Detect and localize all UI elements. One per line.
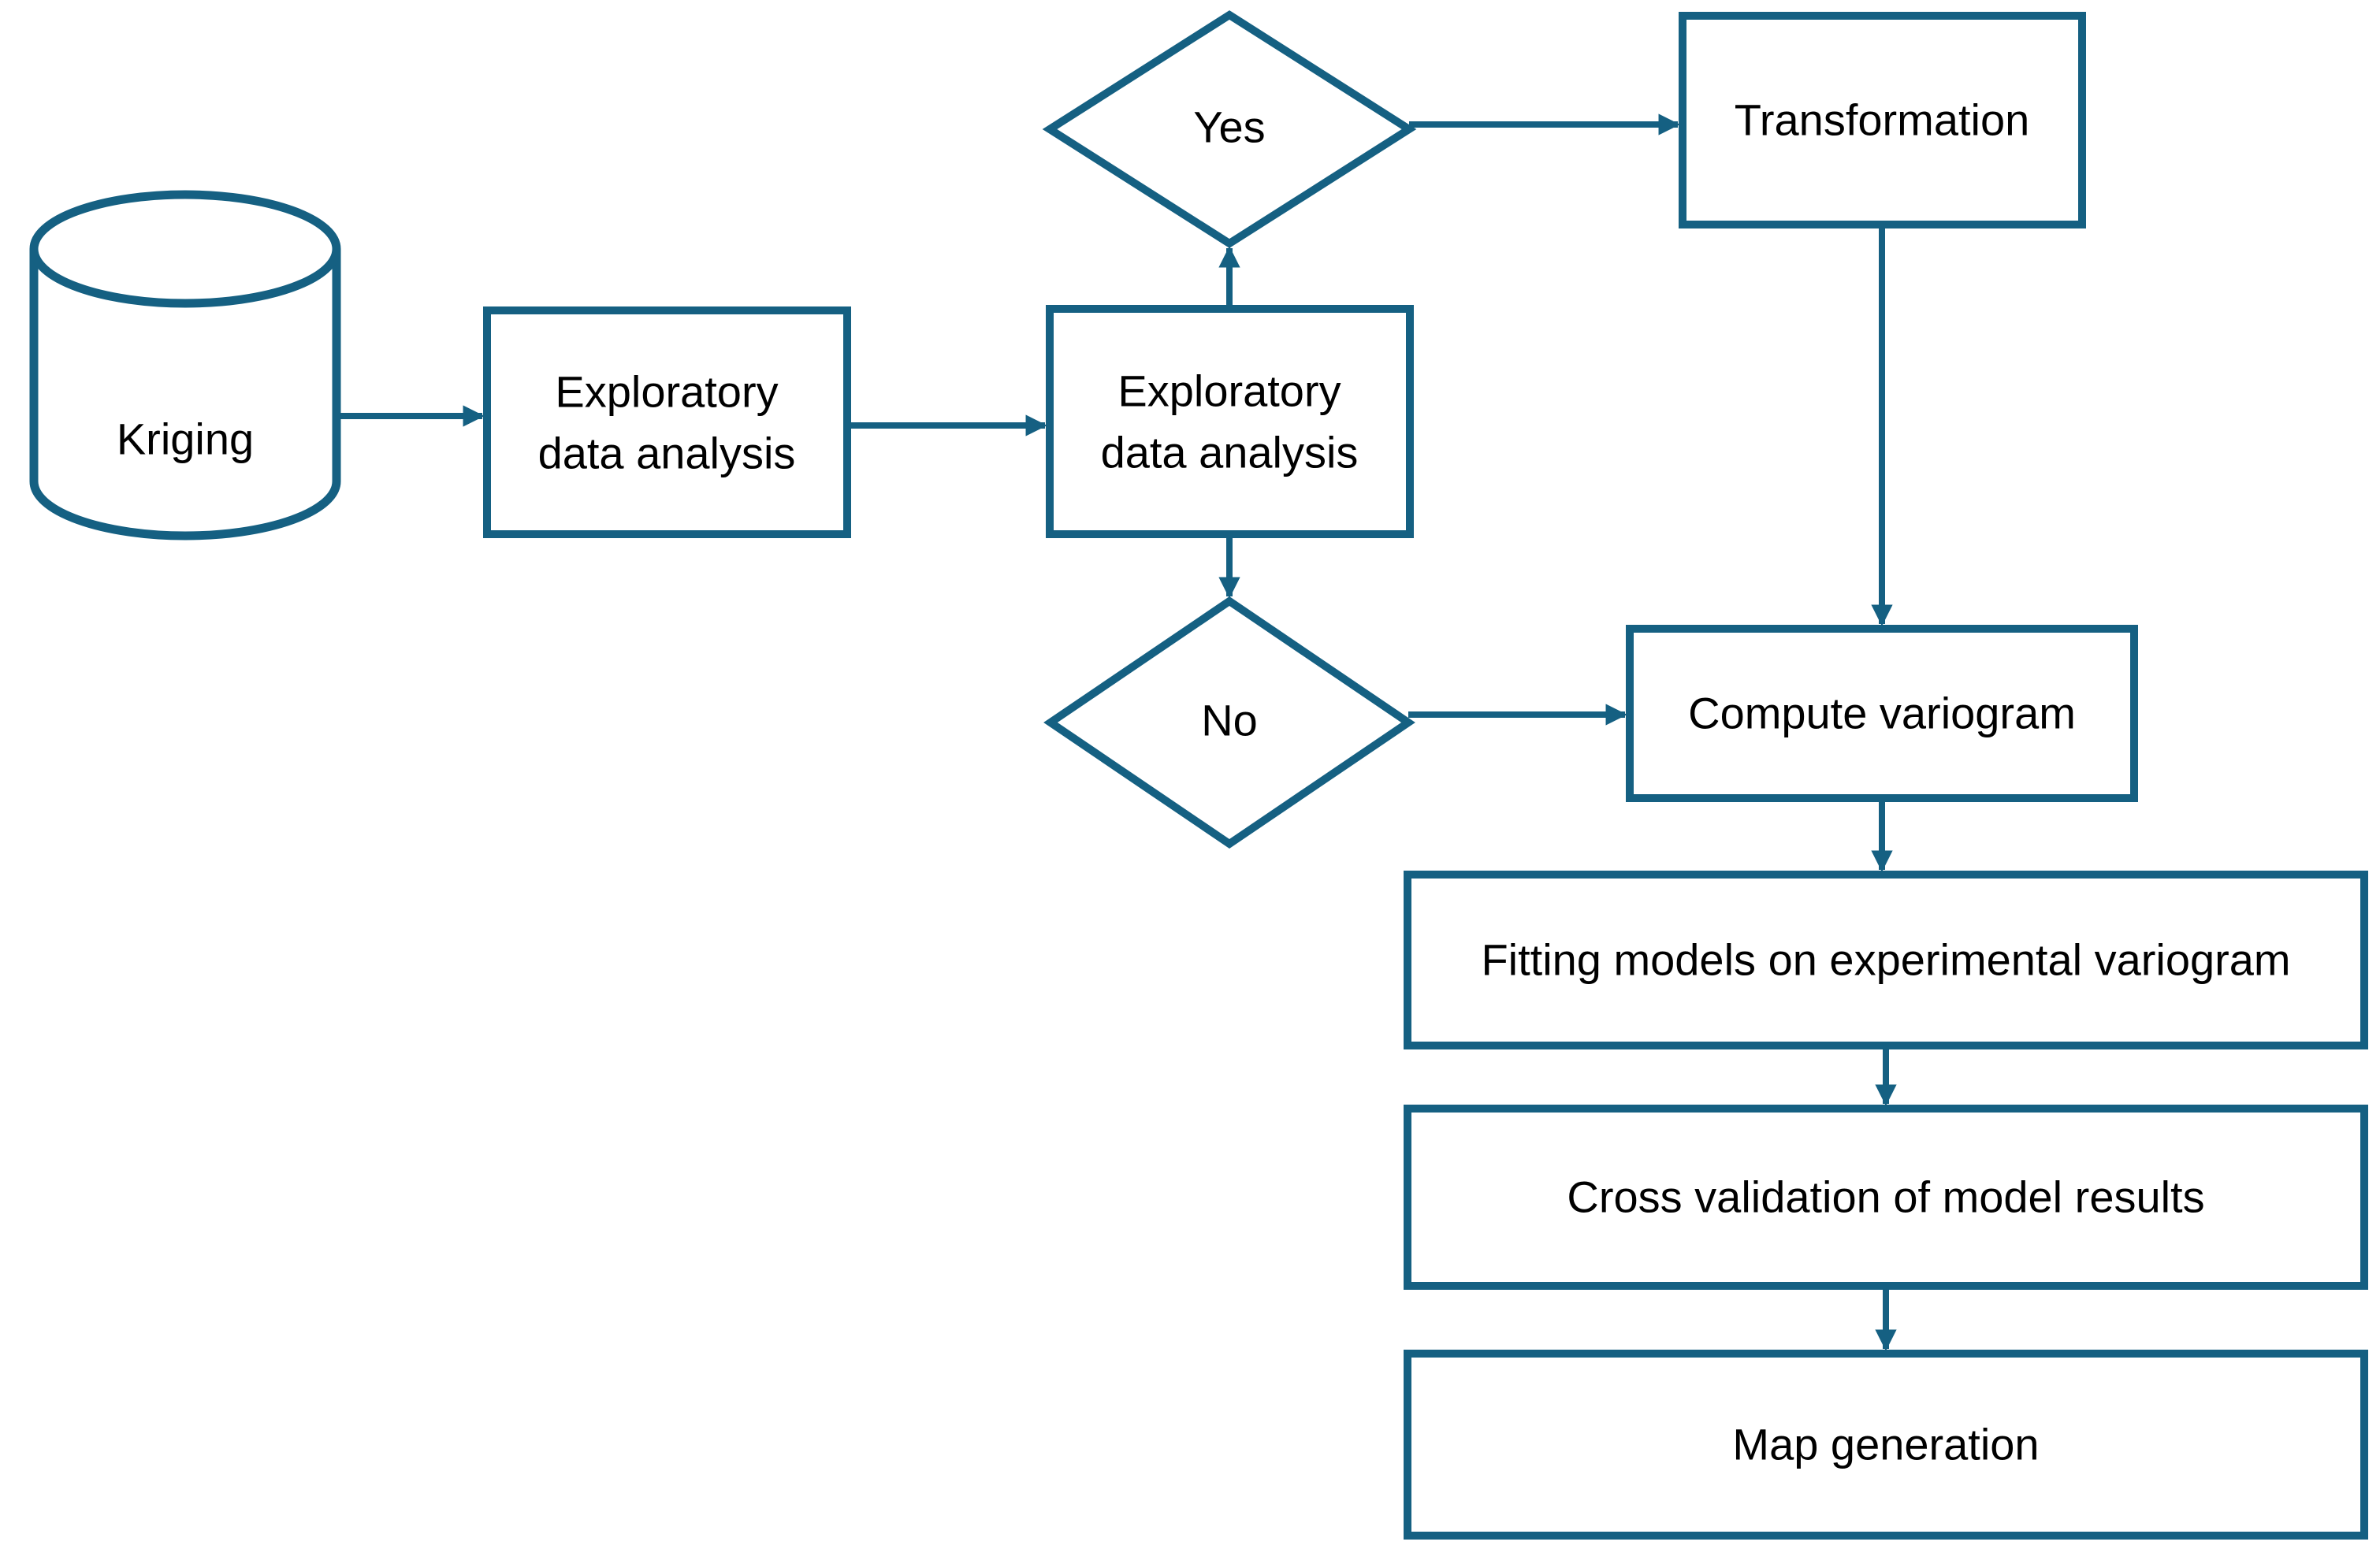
exploratory2-rect — [1046, 305, 1414, 538]
fitting-models-label: Fitting models on experimental variogram — [1481, 935, 2290, 985]
node-no-decision: No — [1043, 596, 1415, 849]
node-map-generation: Map generation — [1404, 1350, 2368, 1540]
node-kriging: Kriging — [29, 190, 341, 540]
kriging-cylinder-top — [29, 190, 341, 308]
kriging-label: Kriging — [117, 414, 254, 464]
node-transformation: Transformation — [1679, 12, 2086, 228]
node-fitting-models: Fitting models on experimental variogram — [1404, 871, 2368, 1049]
cross-validation-rect — [1404, 1105, 2368, 1290]
transformation-rect — [1679, 12, 2086, 228]
exploratory2-label-line2: data analysis — [1101, 428, 1359, 477]
exploratory2-label-line1: Exploratory — [1117, 366, 1341, 416]
node-compute-variogram: Compute variogram — [1626, 625, 2138, 802]
fitting-models-rect — [1404, 871, 2368, 1049]
exploratory1-label-line2: data analysis — [538, 429, 796, 478]
node-yes-decision: Yes — [1042, 10, 1417, 248]
cross-validation-label: Cross validation of model results — [1567, 1172, 2204, 1222]
node-cross-validation: Cross validation of model results — [1404, 1105, 2368, 1290]
exploratory1-rect — [483, 306, 851, 538]
yes-diamond — [1042, 10, 1417, 248]
compute-variogram-rect — [1626, 625, 2138, 802]
yes-label: Yes — [1193, 102, 1265, 152]
node-exploratory-data-analysis-1: Exploratory data analysis — [483, 306, 851, 538]
kriging-cylinder-body — [29, 249, 341, 540]
compute-variogram-label: Compute variogram — [1688, 689, 2076, 738]
map-generation-rect — [1404, 1350, 2368, 1540]
node-exploratory-data-analysis-2: Exploratory data analysis — [1046, 305, 1414, 538]
map-generation-label: Map generation — [1732, 1420, 2039, 1469]
no-diamond — [1043, 596, 1415, 849]
transformation-label: Transformation — [1735, 95, 2030, 145]
connectors — [337, 113, 1897, 1351]
no-label: No — [1201, 696, 1258, 745]
exploratory1-label-line1: Exploratory — [555, 367, 778, 417]
